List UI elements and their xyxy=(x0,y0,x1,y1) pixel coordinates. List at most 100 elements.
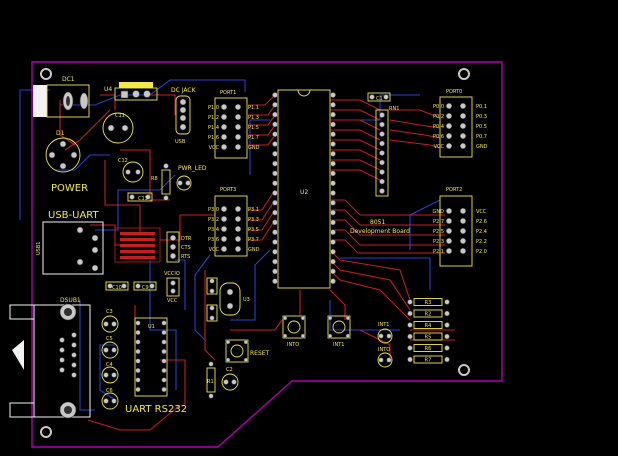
rn1-pin xyxy=(379,112,385,118)
port0-pin-label: P0.4 xyxy=(433,124,444,130)
r1-resistor xyxy=(206,361,216,399)
port3-pin xyxy=(234,215,242,223)
port3-pin-label: P3.2 xyxy=(208,217,219,223)
port2-pin-label: GND xyxy=(433,209,445,215)
port2-pin-label: P2.0 xyxy=(476,249,487,255)
usb1-connector[interactable] xyxy=(42,221,104,275)
port1-pin xyxy=(234,103,242,111)
u2-pin xyxy=(330,121,336,128)
port1-pin xyxy=(220,143,228,151)
u2-pin xyxy=(330,170,336,177)
resistor-body xyxy=(413,309,443,318)
resistor-label: R2 xyxy=(425,312,432,318)
resistor-label: R3 xyxy=(425,300,432,306)
resistor-body xyxy=(413,298,443,306)
vccio-label: VCCIO xyxy=(164,271,180,277)
u2-pin xyxy=(272,150,278,157)
u2-pin xyxy=(272,170,278,177)
u2-pin xyxy=(272,111,278,118)
r1-label: R1 xyxy=(207,379,214,385)
c2-label: C2 xyxy=(226,367,233,373)
rn1-pin xyxy=(379,131,385,137)
u3-crystal xyxy=(219,282,241,316)
u2-pin xyxy=(330,141,336,147)
port3-header[interactable] xyxy=(214,195,248,257)
int1-label: INT1 xyxy=(333,342,344,348)
c10-label: C10 xyxy=(112,285,122,291)
u2-pin xyxy=(272,101,278,108)
usb-label: USB xyxy=(175,139,186,145)
d1-label: D1 xyxy=(56,130,65,137)
int1-button[interactable] xyxy=(327,315,351,339)
resistor-pad xyxy=(444,356,450,363)
port3-pin xyxy=(220,205,228,213)
port1-label: PORT1 xyxy=(220,90,236,96)
resistor-body xyxy=(413,344,443,352)
u2-pin xyxy=(272,268,278,275)
c9-capacitor xyxy=(133,281,157,291)
u2-pin xyxy=(330,268,336,275)
u1-pin xyxy=(135,377,141,383)
resistor-pad xyxy=(444,345,450,351)
resistor-body xyxy=(413,332,443,341)
port2-pin-label: P2.5 xyxy=(433,229,444,235)
c1-label: C1 xyxy=(376,96,383,102)
int1-led-label: INT1 xyxy=(378,322,389,328)
port0-pin-label: P0.6 xyxy=(433,134,444,140)
port3-pin xyxy=(234,245,242,253)
u2-pin xyxy=(272,160,278,167)
resistor-body xyxy=(413,321,443,329)
port3-pin xyxy=(220,225,228,233)
power-label: POWER xyxy=(51,183,88,194)
c11-label: C11 xyxy=(115,113,125,119)
c12-label: C12 xyxy=(118,158,128,164)
resistor-label: R4 xyxy=(425,323,432,329)
c9-label: C9 xyxy=(142,285,149,291)
rn1-pin xyxy=(379,188,385,194)
port0-pin-label: P0.5 xyxy=(476,124,487,130)
c6-label: C6 xyxy=(106,388,113,394)
u2-microcontroller xyxy=(272,89,336,289)
rn1-pin xyxy=(379,178,385,185)
port0-header[interactable] xyxy=(439,96,473,158)
port1-pin xyxy=(234,123,242,131)
resistor-pad xyxy=(407,333,413,340)
into-button[interactable] xyxy=(282,315,306,339)
usb-uart-label: USB-UART xyxy=(48,210,100,221)
board-sub: Development Board xyxy=(350,228,410,235)
resistor-label: R7 xyxy=(425,358,432,364)
u2-pin xyxy=(330,229,336,236)
port2-pin-label: P2.3 xyxy=(433,239,444,245)
usb-uart-chip xyxy=(114,227,161,263)
r8-resistor xyxy=(161,163,171,201)
port3-pin-label: P3.7 xyxy=(248,237,259,243)
u1-label: U1 xyxy=(148,324,155,330)
port2-pin xyxy=(459,207,467,215)
port3-pin-label: P3.5 xyxy=(248,227,259,233)
port1-pin xyxy=(234,113,242,121)
board-outline xyxy=(31,61,503,448)
rn1-pin xyxy=(379,140,385,147)
int1-led xyxy=(377,328,393,344)
dsub1-connector[interactable] xyxy=(9,303,91,419)
u1-pin xyxy=(135,358,141,364)
rn1-pin xyxy=(379,169,385,175)
port3-pin xyxy=(234,225,242,233)
u2-pin xyxy=(330,278,336,285)
reset-button[interactable] xyxy=(225,339,249,363)
vccio-jumper xyxy=(166,277,180,297)
u2-pin xyxy=(330,111,336,118)
c3-label: C3 xyxy=(106,309,113,315)
port1-pin xyxy=(234,133,242,141)
port0-pin xyxy=(459,102,467,110)
port2-pin xyxy=(445,217,453,225)
port2-header[interactable] xyxy=(439,195,473,267)
port1-header[interactable] xyxy=(214,97,248,159)
port3-pin-label: P3.3 xyxy=(248,217,259,223)
dc1-jack[interactable] xyxy=(33,84,90,118)
port0-pin xyxy=(445,132,453,140)
into-led xyxy=(377,352,393,368)
port0-pin xyxy=(459,132,467,140)
port1-pin xyxy=(220,123,228,131)
u1-pin xyxy=(135,348,141,355)
